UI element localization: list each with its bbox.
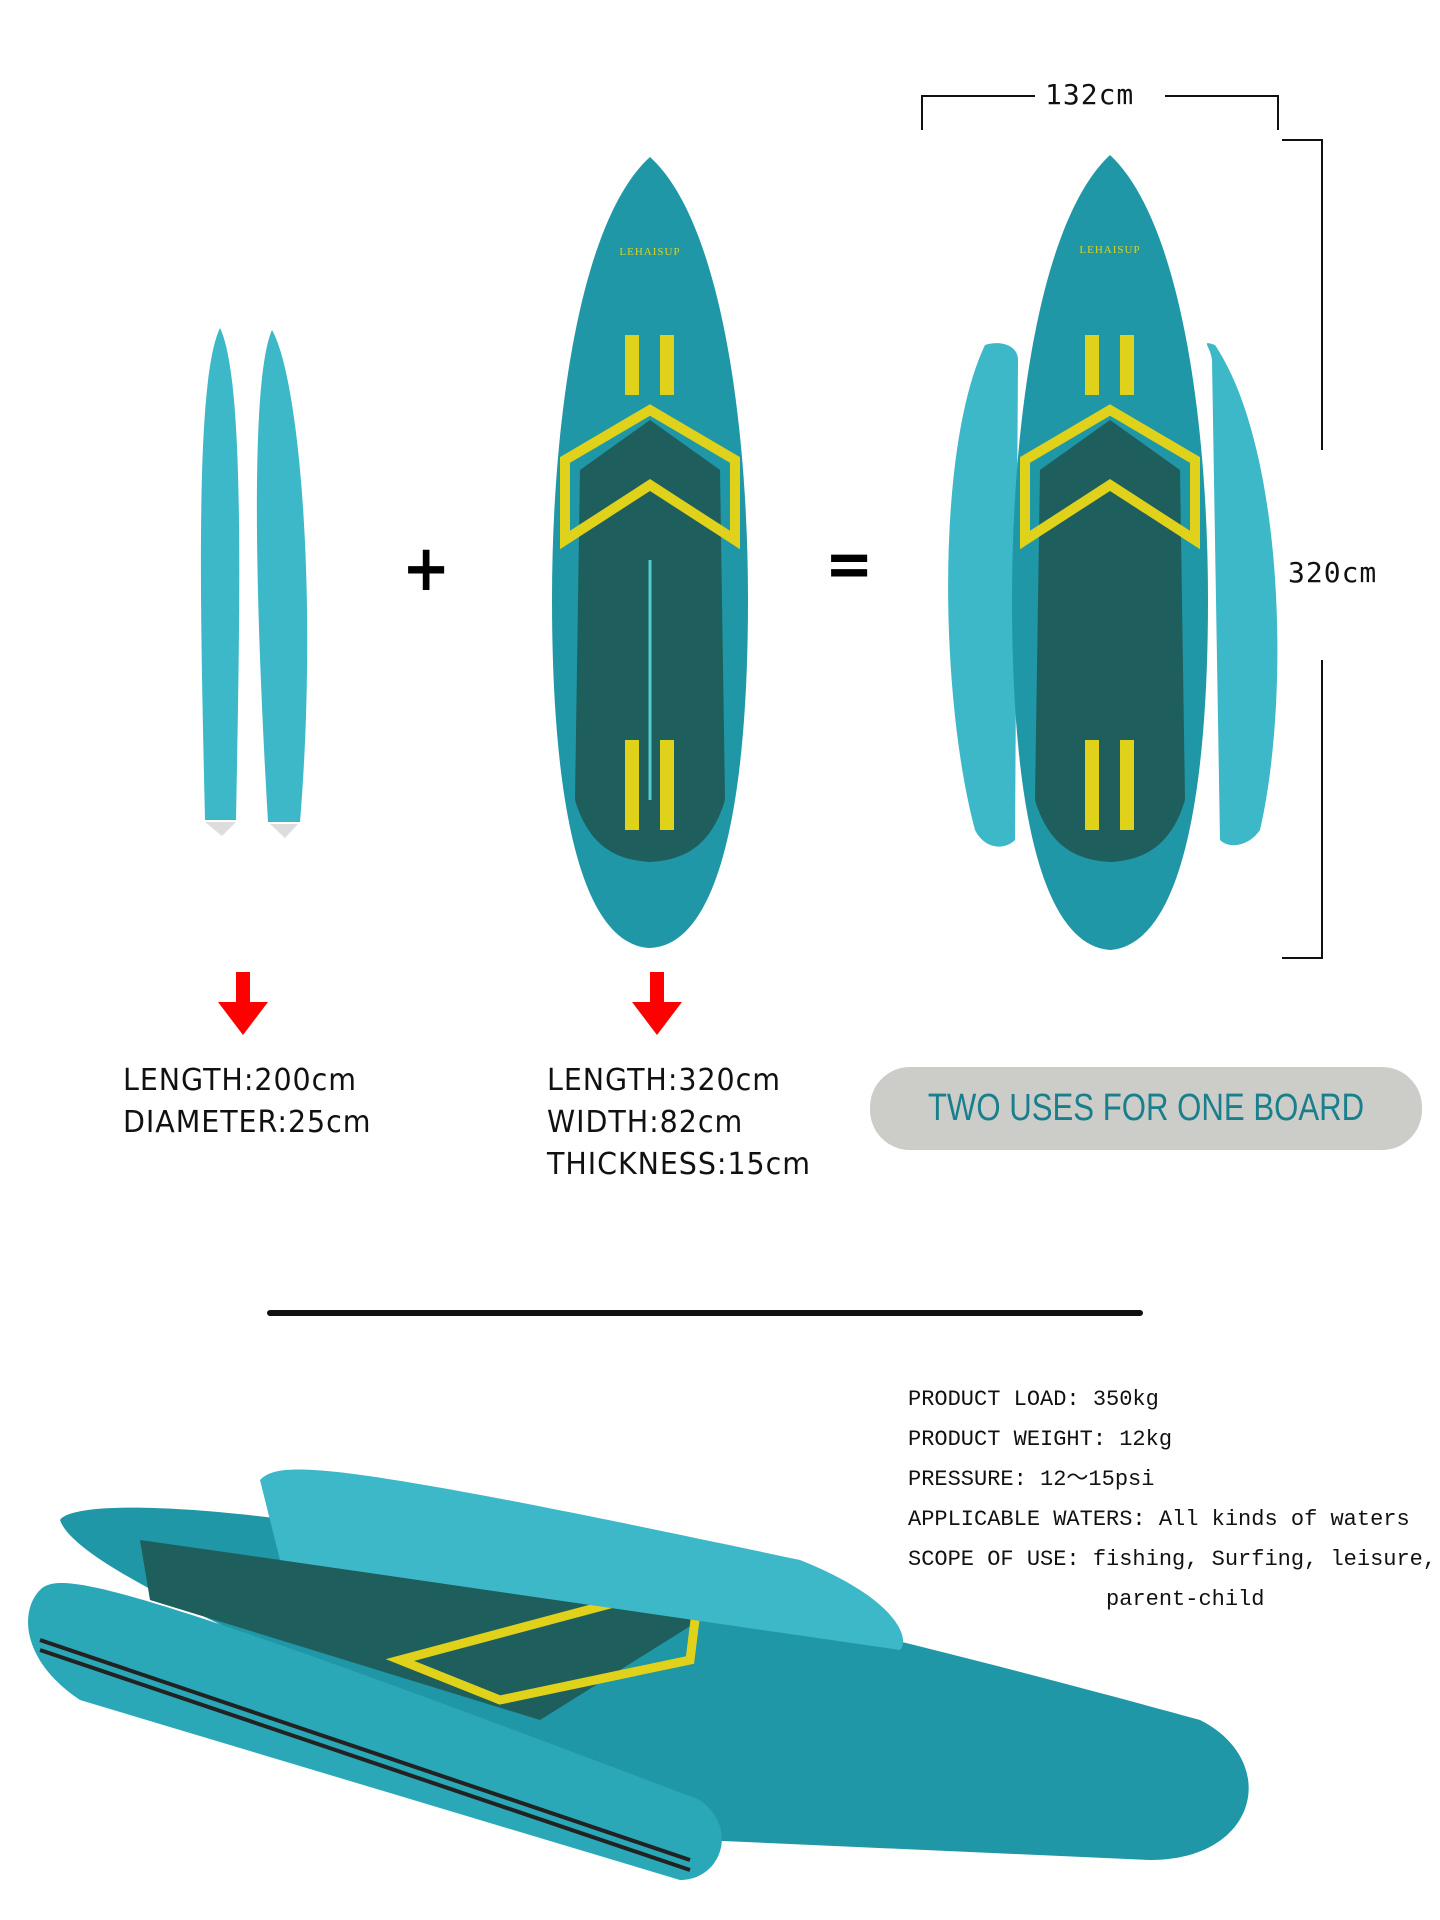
arrow-down-icon [218,972,268,1035]
board-perspective-photo [28,1469,1249,1880]
board-thickness: THICKNESS:15cm [547,1147,811,1182]
board-width: WIDTH:82cm [547,1105,744,1140]
floats-specs: LENGTH:200cm DIAMETER:25cm [123,1060,371,1144]
product-specs: PRODUCT LOAD: 350kg PRODUCT WEIGHT: 12kg… [908,1380,1436,1620]
float-length: LENGTH:200cm [123,1063,357,1098]
spec-pressure: PRESSURE: 12～15psi [908,1467,1155,1492]
float-tubes [200,328,308,838]
spec-scope: SCOPE OF USE: fishing, Surfing, leisure, [908,1547,1437,1572]
width-dimension-bracket [921,95,1279,130]
board-specs: LENGTH:320cm WIDTH:82cm THICKNESS:15cm [547,1060,811,1186]
spec-weight: PRODUCT WEIGHT: 12kg [908,1427,1173,1452]
divider [267,1310,1143,1316]
plus-sign: + [402,532,451,606]
spec-scope-cont: parent-child [908,1587,1265,1612]
float-diameter: DIAMETER:25cm [123,1105,372,1140]
arrow-down-icon [632,972,682,1035]
spec-waters: APPLICABLE WATERS: All kinds of waters [908,1507,1410,1532]
width-label: 132cm [1045,78,1135,111]
sup-board [552,157,748,948]
tagline-badge: TWO USES FOR ONE BOARD [870,1067,1422,1150]
brand-logo-combined: LEHAISUP [1079,244,1141,256]
brand-logo: LEHAISUP [619,246,681,258]
length-dimension-bracket [1282,139,1323,959]
spec-load: PRODUCT LOAD: 350kg [908,1387,1159,1412]
tagline: TWO USES FOR ONE BOARD [927,1087,1365,1129]
equals-sign: = [825,528,874,602]
length-label: 320cm [1288,556,1378,589]
board-length: LENGTH:320cm [547,1063,781,1098]
combined-board [948,155,1278,950]
